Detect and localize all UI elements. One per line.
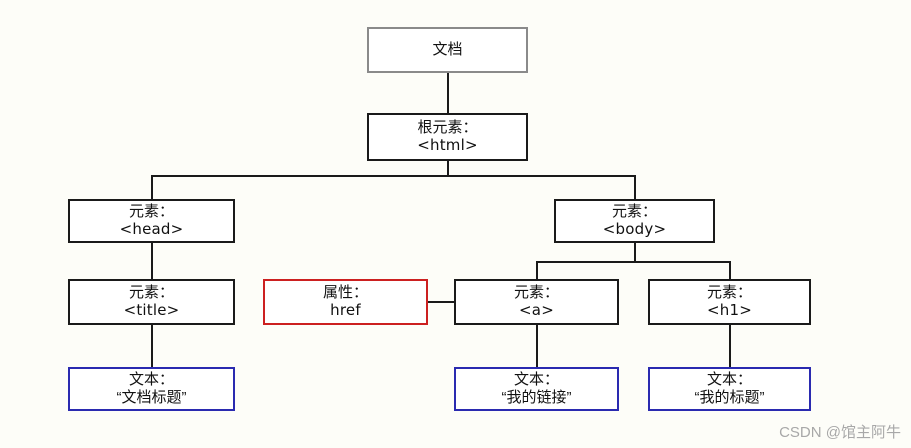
node-title-line1: 元素： [128,284,174,302]
node-body-line2: <body> [602,220,667,238]
node-h1-line1: 元素： [706,284,752,302]
node-text-document-title-line2: “文档标题” [116,389,187,406]
node-root-html: 根元素： <html> [367,113,528,161]
connector-head-to-title [151,243,153,279]
node-head: 元素： <head> [68,199,235,243]
node-text-my-link: 文本： “我的链接” [454,367,619,411]
node-body: 元素： <body> [554,199,715,243]
node-head-line1: 元素： [128,203,174,221]
connector-bus-to-h1 [729,261,731,279]
node-text-document-title: 文本： “文档标题” [68,367,235,411]
connector-html-down [447,161,449,176]
node-text-my-link-line2: “我的链接” [501,389,572,406]
connector-body-bus [536,261,731,263]
node-attribute-href: 属性： href [263,279,428,325]
node-title-line2: <title> [123,301,180,319]
connector-body-down [634,243,636,263]
node-text-my-heading-line1: 文本： [706,371,752,389]
connector-anchor-to-text [536,325,538,367]
node-h1-line2: <h1> [707,301,752,319]
node-root-html-line2: <html> [417,136,478,154]
node-document-line1: 文档 [432,41,463,59]
connector-document-to-html [447,73,449,113]
node-anchor-line2: <a> [519,301,554,319]
node-text-my-link-line1: 文本： [513,371,559,389]
node-document: 文档 [367,27,528,73]
node-text-document-title-line1: 文本： [128,371,174,389]
node-root-html-line1: 根元素： [417,119,478,137]
node-head-line2: <head> [119,220,184,238]
connector-href-to-anchor [428,301,454,303]
node-anchor-line1: 元素： [513,284,559,302]
connector-bus-to-anchor [536,261,538,279]
connector-title-to-text [151,325,153,367]
node-h1: 元素： <h1> [648,279,811,325]
node-attribute-href-line1: 属性： [322,284,368,302]
connector-h1-to-text [729,325,731,367]
connector-html-bus [151,175,636,177]
csdn-watermark: CSDN @馆主阿牛 [779,424,901,441]
node-attribute-href-line2: href [330,301,361,319]
node-text-my-heading-line2: “我的标题” [694,389,765,406]
connector-bus-to-head [151,175,153,199]
node-text-my-heading: 文本： “我的标题” [648,367,811,411]
node-anchor: 元素： <a> [454,279,619,325]
node-body-line1: 元素： [611,203,657,221]
connector-bus-to-body [634,175,636,199]
node-title: 元素： <title> [68,279,235,325]
